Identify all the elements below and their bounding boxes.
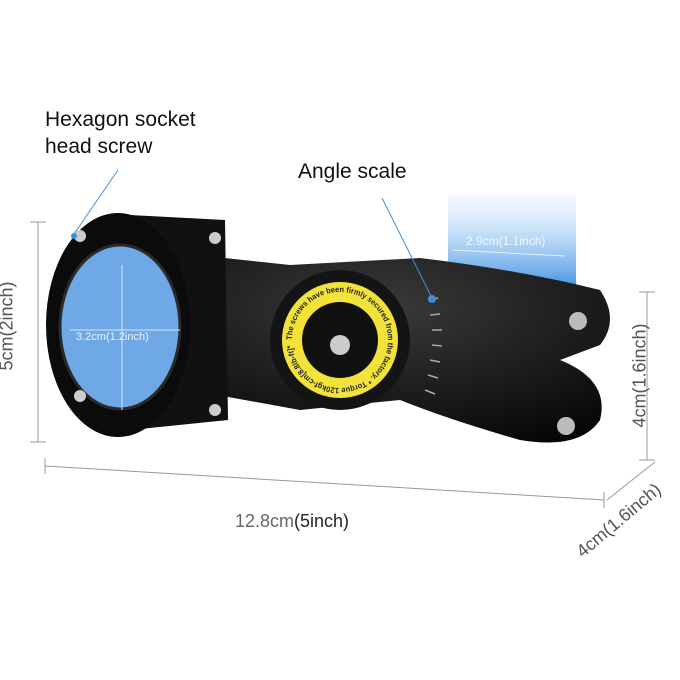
screws: [74, 230, 587, 435]
length-value: 12.8cm: [235, 511, 295, 531]
height-label: 5cm(2inch): [0, 281, 17, 371]
dimension-lines: [30, 221, 656, 508]
steerer-diameter-label: 2.9cm(1.1inch): [466, 234, 546, 248]
right-height-label: 4cm(1.6inch): [629, 323, 650, 428]
screw-callout-line2: head screw: [45, 135, 153, 158]
length-label: 12.8cm(5inch): [235, 511, 349, 532]
center-bolt: [330, 335, 350, 355]
clamp-opening: [58, 243, 182, 411]
screw-callout-line1: Hexagon socket: [45, 108, 196, 131]
length-unit: (5inch): [294, 511, 350, 531]
angle-scale-ticks: [424, 297, 443, 395]
clamp-diameter-label: 3.2cm(1.2inch): [76, 331, 149, 343]
angle-callout-line: [381, 197, 433, 299]
screw-callout-line: [73, 169, 119, 235]
angle-callout-label: Angle scale: [298, 160, 407, 183]
